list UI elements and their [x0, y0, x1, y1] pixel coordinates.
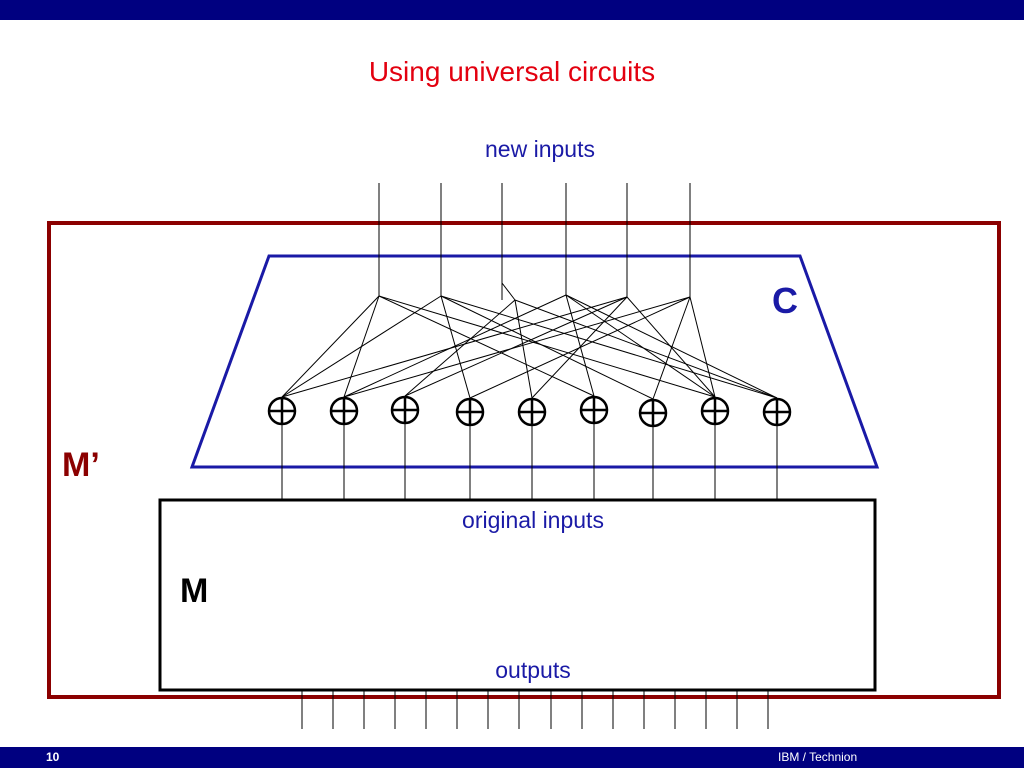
outer-machine-box: [47, 221, 1001, 699]
xor-gate: [700, 396, 730, 426]
universal-circuit-label: C: [772, 280, 798, 321]
inner-machine-box: [158, 498, 877, 692]
xor-gate: [329, 396, 359, 426]
top-banner: [0, 0, 1024, 20]
permutation-wire: [281, 295, 442, 398]
permutation-wire: [378, 295, 716, 398]
permutation-wire: [404, 299, 516, 397]
permutation-wire: [565, 294, 778, 399]
wires-layer: [281, 183, 778, 729]
new-inputs-label: new inputs: [485, 136, 595, 162]
footer-text: IBM / Technion: [778, 750, 858, 764]
xor-gates-layer: [267, 395, 792, 428]
slide-number: 10: [46, 750, 60, 764]
permutation-wire: [281, 296, 628, 398]
permutation-wire: [343, 296, 691, 398]
permutation-wire: [514, 299, 533, 399]
permutation-wire: [343, 294, 567, 398]
inner-machine-label: M: [180, 572, 209, 610]
permutation-wire: [378, 295, 595, 397]
xor-gate: [517, 397, 547, 427]
slide-title: Using universal circuits: [368, 56, 656, 87]
xor-gate: [390, 395, 420, 425]
permutation-wire: [626, 296, 716, 398]
permutation-wire: [565, 294, 716, 398]
permutation-wire: [469, 296, 691, 399]
permutation-wire: [440, 295, 654, 400]
permutation-wire: [281, 295, 380, 398]
permutation-wire: [404, 296, 628, 397]
permutation-wire: [440, 295, 778, 399]
xor-gate: [267, 396, 297, 426]
universal-circuit-trapezoid: [189, 254, 880, 469]
original-inputs-label: original inputs: [462, 507, 604, 533]
permutation-wire: [689, 296, 716, 398]
outputs-label: outputs: [495, 657, 571, 683]
outer-machine-label: M’: [62, 446, 100, 484]
permutation-wire: [652, 296, 691, 400]
xor-gate: [579, 395, 609, 425]
footer-bar: 10 IBM / Technion: [0, 747, 1024, 768]
xor-gate: [638, 398, 668, 428]
xor-gate: [455, 397, 485, 427]
xor-gate: [762, 397, 792, 427]
new-input-wire-kink: [501, 282, 516, 301]
permutation-wire: [565, 294, 595, 397]
